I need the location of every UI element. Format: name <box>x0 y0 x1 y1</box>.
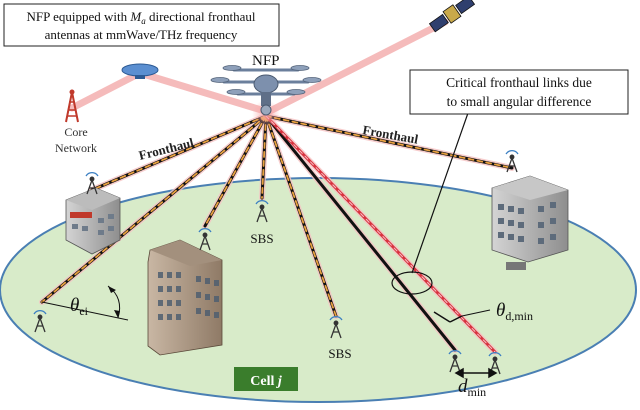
core-network-tower <box>65 89 79 123</box>
core-network-label-2: Network <box>55 141 97 155</box>
fronthaul-links <box>39 113 515 355</box>
theta-ei-label: θei <box>70 295 89 318</box>
satellite <box>428 0 476 33</box>
angle-theta-ei <box>41 285 129 321</box>
nfp-label: NFP <box>252 53 280 69</box>
theta-dmin-label: θd,min <box>496 300 533 323</box>
nfp-drone <box>210 65 322 128</box>
office-building-center <box>147 239 223 356</box>
office-building-left <box>65 187 121 255</box>
nfp-callout-box <box>3 3 280 47</box>
backhaul-glow-links <box>68 18 449 116</box>
angle-theta-dmin <box>433 309 491 323</box>
antennas <box>33 150 519 375</box>
sbs-label-upper: SBS <box>250 231 273 246</box>
nfp-callout-line1: NFP equipped with Ma directional frontha… <box>27 9 256 26</box>
critical-callout-line1: Critical fronthaul links due <box>446 75 592 90</box>
nfp-callout-line2: antennas at mmWave/THz frequency <box>45 27 238 42</box>
cell-label-box <box>234 367 298 391</box>
core-network-label-1: Core <box>64 125 87 139</box>
blimp <box>121 63 159 79</box>
sbs-label-lower: SBS <box>328 346 351 361</box>
dmin-arrow <box>454 367 498 379</box>
cell-label: Cell j <box>250 374 282 389</box>
critical-callout-box <box>409 69 629 115</box>
apartment-building-right <box>491 175 569 270</box>
critical-callout-line2: to small angular difference <box>447 94 592 109</box>
dmin-label: dmin <box>458 376 486 399</box>
critical-callout-pointer <box>411 112 469 274</box>
